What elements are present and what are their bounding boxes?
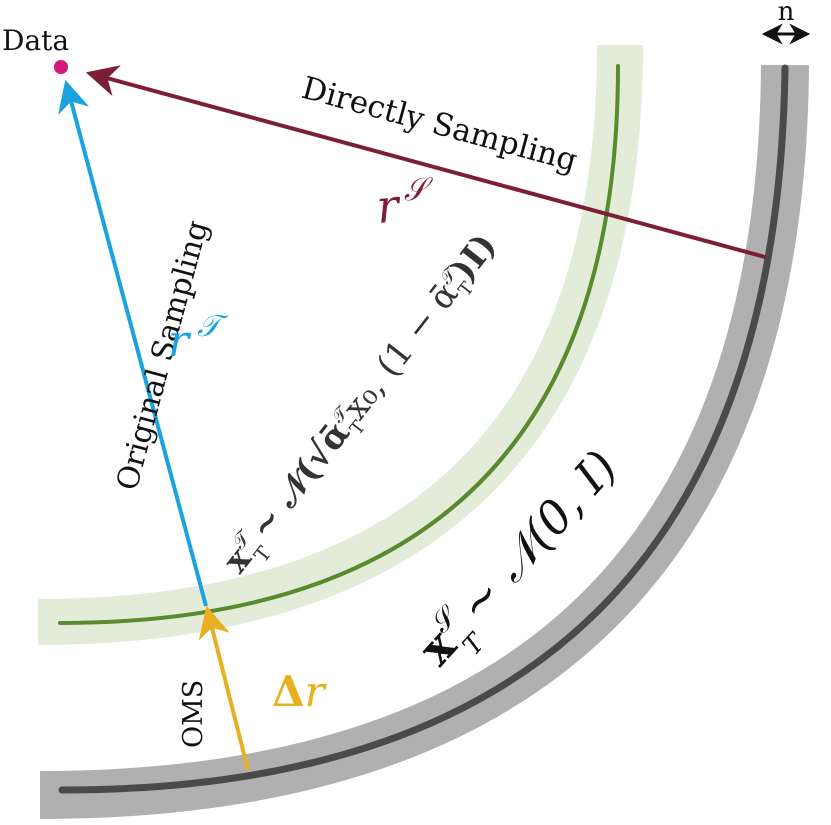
inner-distribution-formula: x𝒯T~ 𝒩(√ᾱ𝒯Tx₀, (1 − ᾱ𝒯T)I)	[214, 225, 511, 586]
directly-sampling-arrow	[85, 65, 766, 259]
data-point	[54, 60, 68, 74]
width-marker: n	[761, 0, 811, 45]
directly-sampling-label: Directly Sampling	[298, 70, 581, 179]
oms-arrow	[198, 605, 250, 771]
r-s-label: r𝒮	[374, 171, 438, 234]
outer-distribution-arc	[58, 64, 789, 794]
original-sampling-label: Original Sampling	[110, 217, 216, 494]
oms-label: OMS	[178, 680, 209, 748]
data-label: Data	[2, 24, 69, 57]
delta-r-label: Δr	[272, 667, 328, 716]
width-marker-label: n	[778, 0, 795, 27]
original-sampling-arrow	[58, 79, 208, 607]
